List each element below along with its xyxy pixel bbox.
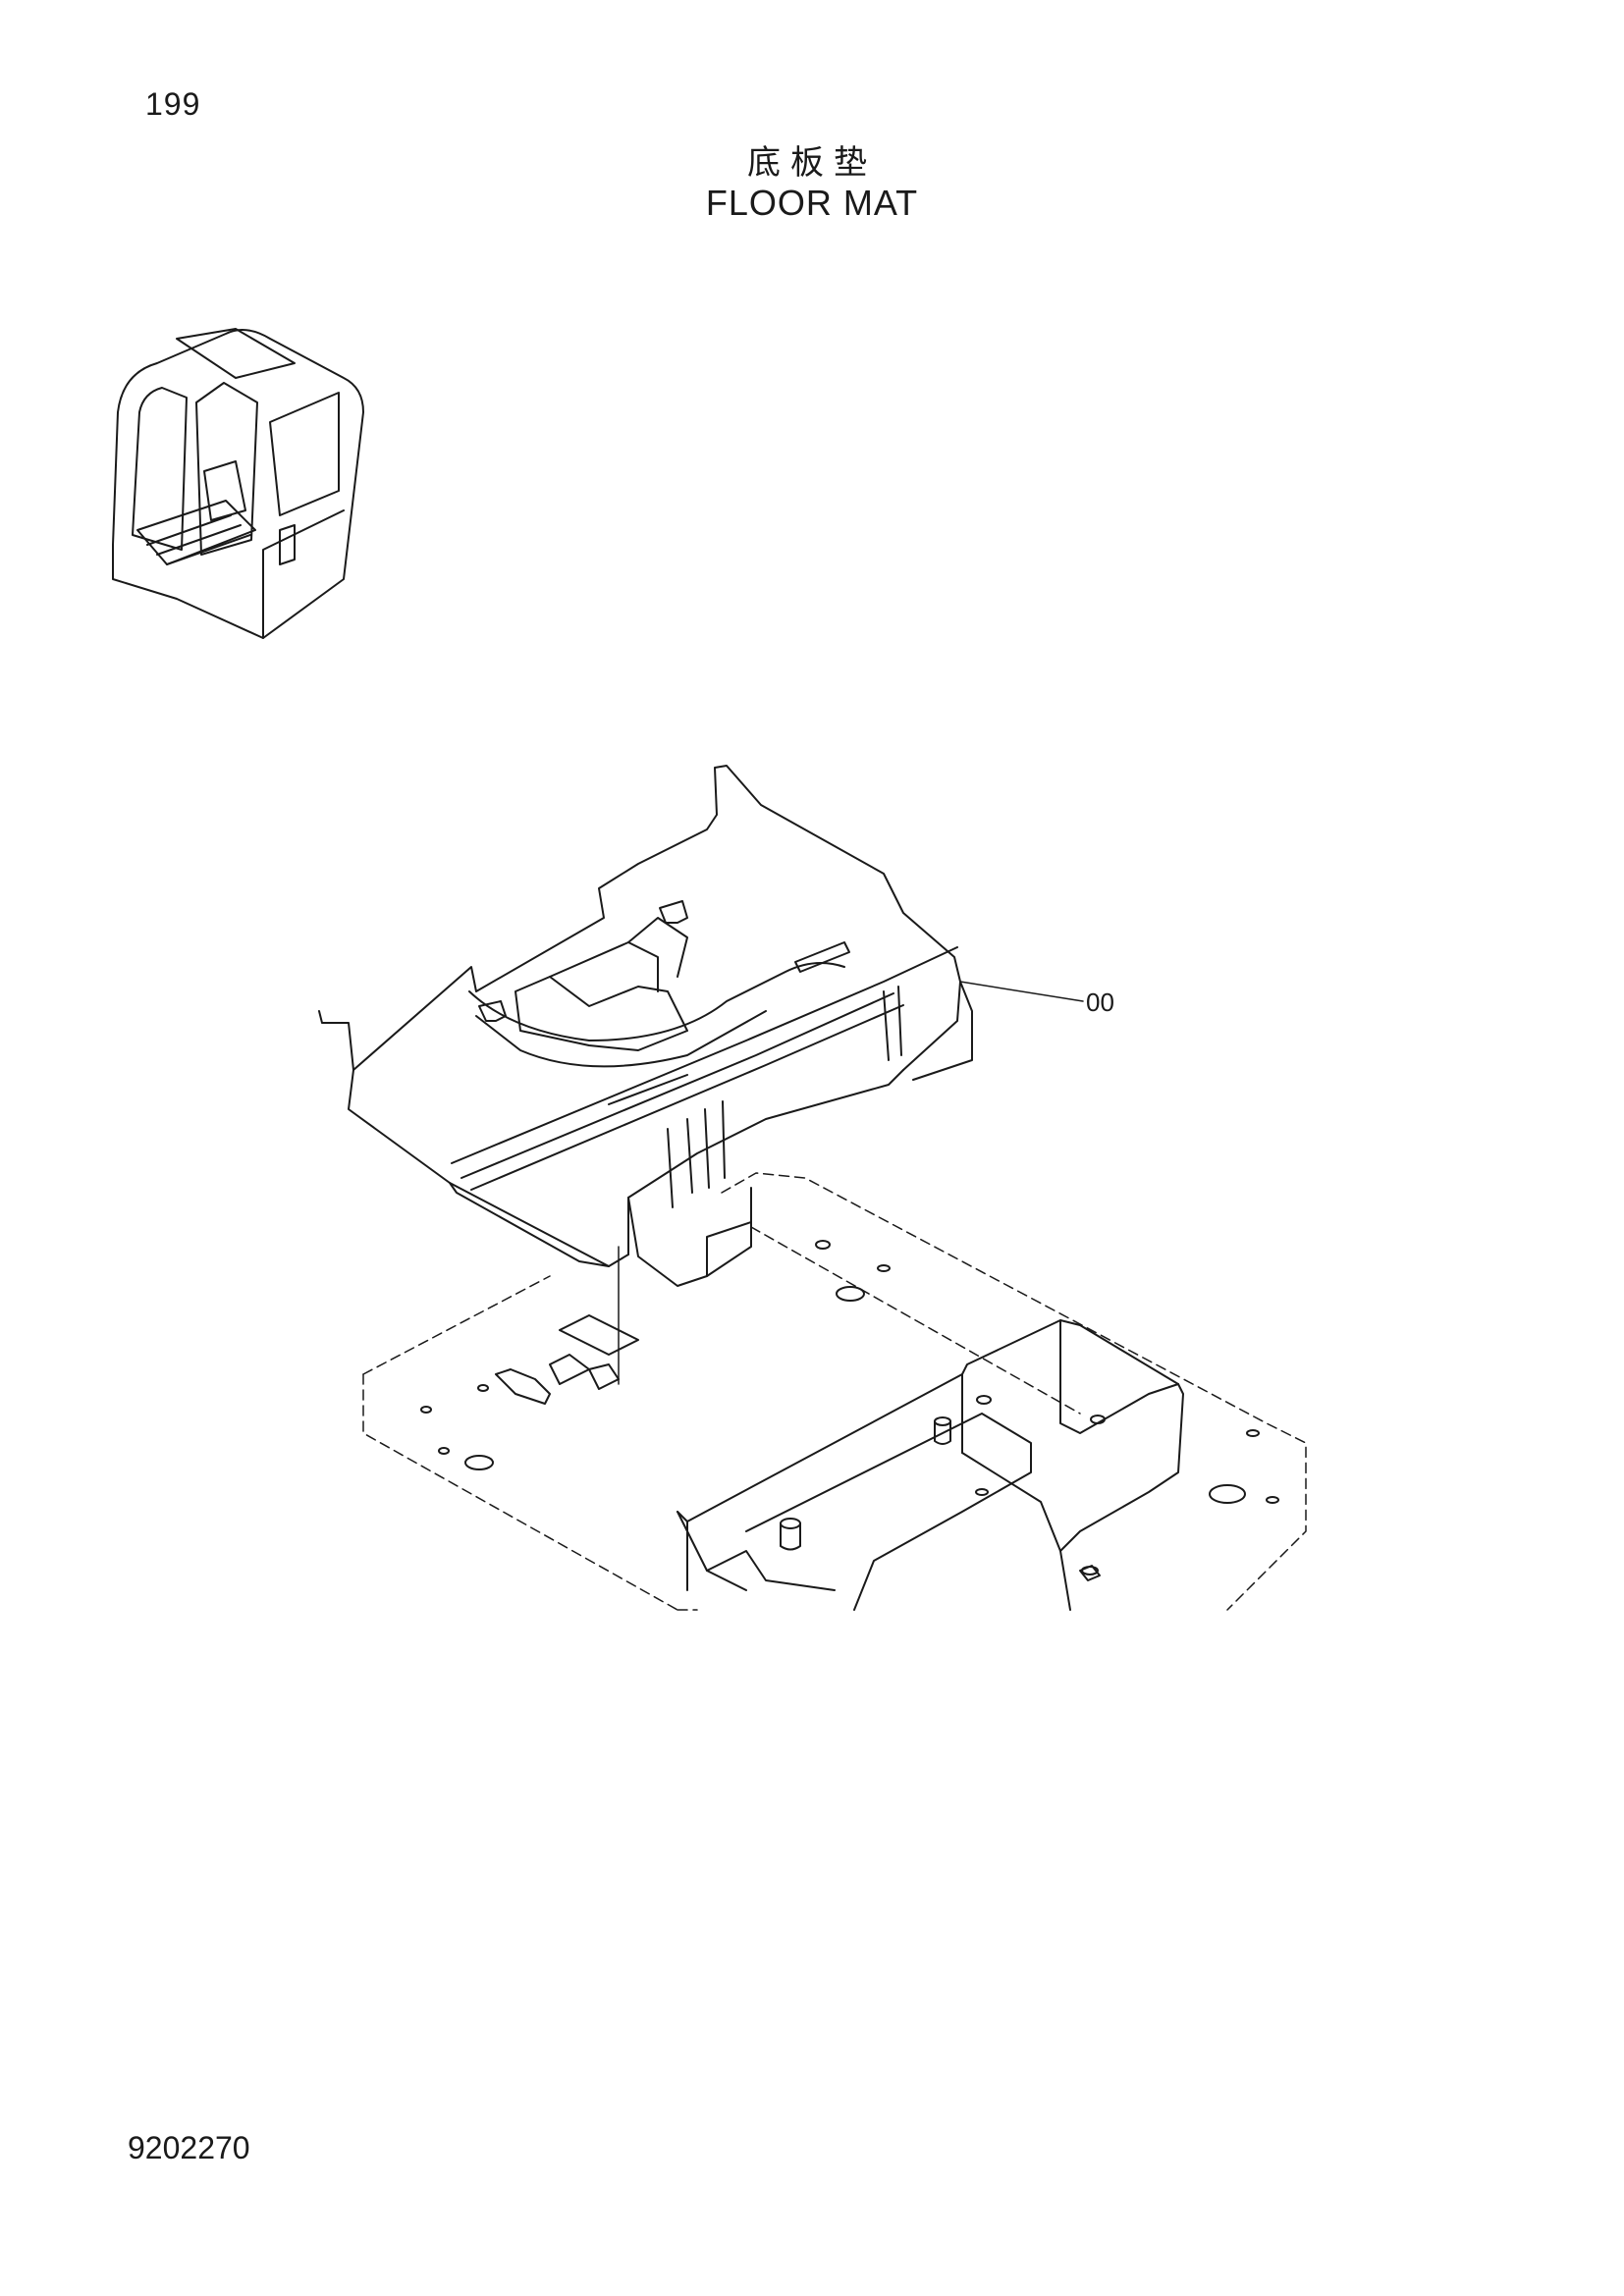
page-title-english: FLOOR MAT <box>705 183 919 223</box>
cab-base-frame <box>363 1173 1306 1610</box>
page-title-chinese: 底板垫 <box>747 143 877 183</box>
floor-mat <box>319 766 972 1286</box>
page-number: 199 <box>145 86 201 122</box>
cab-locator-illustration <box>113 329 363 638</box>
callout-label: 00 <box>1086 988 1114 1017</box>
document-number: 9202270 <box>128 2130 250 2165</box>
callout-leader-line <box>960 982 1083 1001</box>
